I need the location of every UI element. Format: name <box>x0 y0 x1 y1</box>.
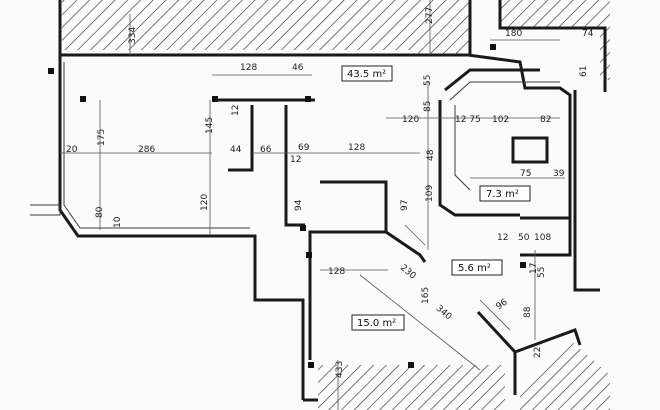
walls <box>30 0 607 402</box>
dim-128c: 128 <box>328 267 345 277</box>
column-marker <box>408 362 414 368</box>
wall-left-ext-2 <box>63 62 250 229</box>
dim-128b: 128 <box>348 143 365 153</box>
column-marker <box>308 362 314 368</box>
dim-108: 108 <box>534 233 551 243</box>
dim-175: 175 <box>97 129 107 146</box>
dim-66: 66 <box>260 145 272 155</box>
room-area-hall: 7.3 m² <box>486 189 519 200</box>
dim-69: 69 <box>298 143 310 153</box>
room-area-main: 43.5 m² <box>347 69 386 80</box>
shaft <box>511 136 549 164</box>
room-labels: 43.5 m² 7.3 m² 5.6 m² 15.0 m² <box>341 65 531 331</box>
column-marker <box>305 96 311 102</box>
dim-55b: 55 <box>537 267 547 278</box>
dim-94: 94 <box>294 199 304 211</box>
dim-334: 334 <box>128 27 138 44</box>
wall-left-ext <box>30 204 61 216</box>
dim-277: 277 <box>425 7 435 24</box>
wall-lower-right <box>514 328 582 354</box>
dim-340: 340 <box>434 304 454 323</box>
wall-inner-loop-2 <box>454 105 471 191</box>
dim-12b: 12 <box>290 155 301 165</box>
room-area-bath: 5.6 m² <box>458 263 491 274</box>
wall-diag-left <box>444 68 540 92</box>
dim-120b: 120 <box>200 194 210 211</box>
dim-44: 44 <box>230 145 242 155</box>
dim-120: 120 <box>402 115 419 125</box>
dim-102: 102 <box>492 115 509 125</box>
column-marker <box>306 252 312 258</box>
dim-10: 10 <box>113 216 123 228</box>
dim-46: 46 <box>292 63 304 73</box>
dim-39: 39 <box>553 169 565 179</box>
dim-97: 97 <box>400 200 410 211</box>
dimension-labels: 128 46 334 277 180 74 61 55 85 120 12 75… <box>66 7 594 378</box>
dim-55a: 55 <box>423 75 433 86</box>
column-marker <box>300 225 306 231</box>
hatch-top-mid <box>418 0 470 55</box>
dim-165: 165 <box>421 287 431 304</box>
dim-96: 96 <box>494 297 509 312</box>
column-marker <box>520 262 526 268</box>
dim-109: 109 <box>425 185 435 202</box>
column-marker <box>212 96 218 102</box>
dim-433: 433 <box>335 361 345 378</box>
dim-82: 82 <box>540 115 551 125</box>
dim-50: 50 <box>518 233 530 243</box>
hatch-bottom <box>318 365 505 410</box>
wall-inner-loop <box>438 100 520 217</box>
dim-88: 88 <box>523 306 533 318</box>
dim-17: 17 <box>529 263 539 274</box>
wall-partition-d <box>308 180 388 360</box>
hatch-stair <box>520 340 610 410</box>
column-markers <box>48 44 526 368</box>
dim-12a: 12 <box>231 105 241 116</box>
dim-145: 145 <box>205 117 215 134</box>
dim-180: 180 <box>505 29 522 39</box>
dim-20: 20 <box>66 145 78 155</box>
wall-partition-c <box>284 105 305 227</box>
dim-74: 74 <box>582 29 594 39</box>
hatch-top-left <box>62 0 418 50</box>
dim-48: 48 <box>426 149 436 161</box>
wall-top-right-2 <box>498 0 607 92</box>
room-area-lower: 15.0 m² <box>357 318 396 329</box>
dim-128a: 128 <box>240 63 257 73</box>
hatch-top-right <box>500 0 610 80</box>
dim-286: 286 <box>138 145 155 155</box>
dim-12c: 12 <box>497 233 508 243</box>
hatched-zones <box>62 0 610 410</box>
column-marker <box>490 44 496 50</box>
wall-partition-b <box>228 105 254 172</box>
column-marker <box>80 96 86 102</box>
dim-61: 61 <box>579 66 589 77</box>
dim-80: 80 <box>95 206 105 218</box>
wall-diag-inner <box>449 81 560 101</box>
column-marker <box>48 68 54 74</box>
dim-75: 75 <box>520 169 531 179</box>
dim-127: 12 75 <box>455 115 481 125</box>
wall-right <box>573 90 600 292</box>
wall-diag-top <box>467 53 572 235</box>
dim-22: 22 <box>533 347 543 358</box>
wall-right-wc <box>520 216 572 257</box>
dim-230: 230 <box>398 263 418 282</box>
dim-85: 85 <box>423 101 433 112</box>
wall-bath-diag <box>385 230 427 263</box>
dimension-lines <box>60 0 565 410</box>
